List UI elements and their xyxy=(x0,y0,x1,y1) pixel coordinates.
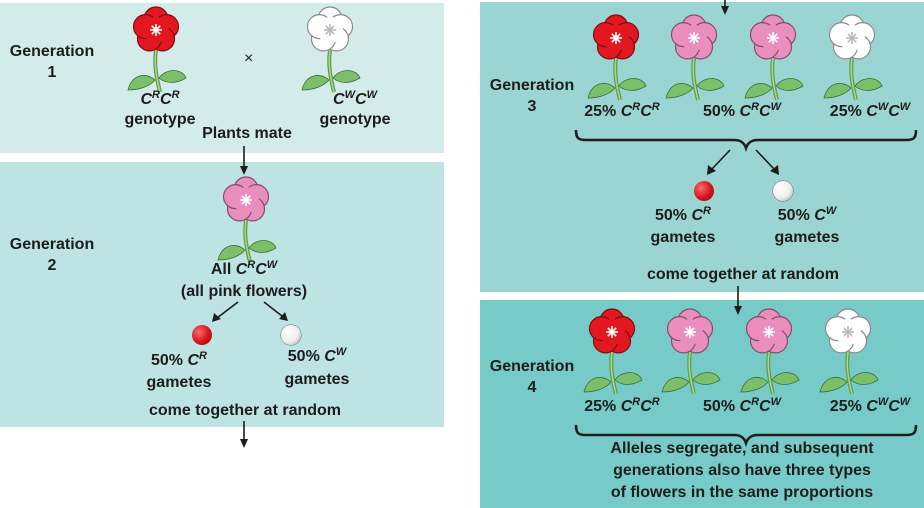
generation-number: 2 xyxy=(47,257,57,274)
genotype-ww: 25% CWCW xyxy=(829,101,911,121)
parent-red-genotype: CRCR xyxy=(140,89,180,109)
offspring-note: (all pink flowers) xyxy=(180,283,308,300)
pink-flower-icon xyxy=(743,14,805,102)
generation-4-label: Generation 4 xyxy=(484,356,580,398)
stamen xyxy=(689,327,695,333)
white-flower-icon xyxy=(300,6,362,94)
cross-symbol: × xyxy=(244,50,254,67)
genotype-rw: 50% CRCW xyxy=(703,396,781,416)
generation-label-text: Generation xyxy=(489,77,575,94)
conclusion-line: generations also have three types xyxy=(613,462,871,479)
generation-number: 3 xyxy=(527,98,537,115)
red-gamete-icon xyxy=(694,181,714,201)
arrow-down-icon xyxy=(734,286,742,315)
arrow-down-icon xyxy=(721,0,729,15)
stamen xyxy=(847,327,853,333)
pink-flower-icon xyxy=(216,176,278,264)
white-gamete-icon xyxy=(281,325,301,345)
generation-2-label: Generation 2 xyxy=(4,234,100,276)
arrow-down-icon xyxy=(240,421,248,448)
pink-flower-icon xyxy=(739,308,801,396)
gamete-red-label: gametes xyxy=(146,374,212,391)
red-flower-icon xyxy=(582,308,644,396)
white-gamete-icon xyxy=(773,181,793,201)
stamen xyxy=(615,33,621,39)
stamen xyxy=(155,25,161,31)
stamen xyxy=(768,327,774,333)
generation-1-label: Generation 1 xyxy=(4,41,100,83)
pink-flower-icon xyxy=(660,308,722,396)
arrow-down-icon xyxy=(240,146,248,175)
generation-3-label: Generation 3 xyxy=(484,75,580,117)
gamete-red-label: gametes xyxy=(650,229,716,246)
stamen xyxy=(693,33,699,39)
generation-1-panel xyxy=(0,3,444,153)
stamen xyxy=(772,33,778,39)
parent-red-caption: genotype xyxy=(124,111,196,128)
generation-2-panel xyxy=(0,162,444,427)
gamete-white-label: gametes xyxy=(284,371,350,388)
white-flower-icon xyxy=(818,308,880,396)
brace-icon xyxy=(574,129,918,153)
generation-number: 4 xyxy=(527,379,537,396)
gamete-white-percent: 50% CW xyxy=(777,205,837,225)
generation-number: 1 xyxy=(47,64,57,81)
red-flower-icon xyxy=(126,6,188,94)
conclusion-line: of flowers in the same proportions xyxy=(610,484,874,501)
stamen xyxy=(245,195,251,201)
red-flower-icon xyxy=(586,14,648,102)
gamete-white-label: gametes xyxy=(774,229,840,246)
brace-icon xyxy=(574,424,918,448)
stamen xyxy=(611,327,617,333)
genotype-rr: 25% CRCR xyxy=(584,396,660,416)
red-gamete-icon xyxy=(192,325,212,345)
stamen xyxy=(851,33,857,39)
genotype-ww: 25% CWCW xyxy=(829,396,911,416)
generation-label-text: Generation xyxy=(489,358,575,375)
combine-label: come together at random xyxy=(148,402,342,419)
offspring-genotype: All CRCW xyxy=(210,259,278,279)
stamen xyxy=(329,25,335,31)
generation-label-text: Generation xyxy=(9,43,95,60)
parent-white-genotype: CWCW xyxy=(333,89,377,109)
white-flower-icon xyxy=(822,14,884,102)
genotype-rw: 50% CRCW xyxy=(703,101,781,121)
plants-mate-label: Plants mate xyxy=(202,125,292,142)
gamete-red-percent: 50% CR xyxy=(655,205,711,225)
pink-flower-icon xyxy=(664,14,726,102)
genotype-rr: 25% CRCR xyxy=(584,101,660,121)
conclusion-text: Alleles segregate, and subsequent genera… xyxy=(560,438,924,504)
gamete-white-percent: 50% CW xyxy=(287,346,347,366)
generation-label-text: Generation xyxy=(9,236,95,253)
conclusion-line: Alleles segregate, and subsequent xyxy=(610,440,874,457)
gamete-red-percent: 50% CR xyxy=(151,350,207,370)
split-arrows-icon xyxy=(212,301,288,322)
split-arrows-icon xyxy=(707,149,779,175)
parent-white-caption: genotype xyxy=(319,111,391,128)
combine-label: come together at random xyxy=(646,266,840,283)
